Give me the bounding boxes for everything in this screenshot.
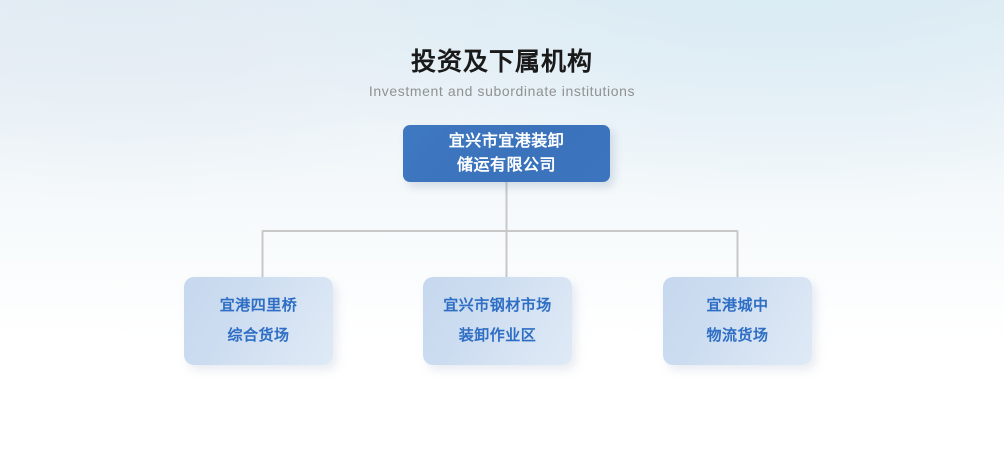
org-node-child-2-label: 宜兴市钢材市场 装卸作业区 xyxy=(443,297,552,344)
org-node-child-2[interactable]: 宜兴市钢材市场 装卸作业区 xyxy=(423,277,572,365)
org-node-root[interactable]: 宜兴市宜港装卸 储运有限公司 xyxy=(403,125,610,182)
org-node-child-1-label: 宜港四里桥 综合货场 xyxy=(219,297,298,344)
page-heading: 投资及下属机构 Investment and subordinate insti… xyxy=(0,46,1004,100)
page-subtitle: Investment and subordinate institutions xyxy=(368,83,636,99)
org-node-child-1[interactable]: 宜港四里桥 综合货场 xyxy=(184,277,333,365)
org-node-child-3[interactable]: 宜港城中 物流货场 xyxy=(663,277,812,365)
org-node-child-3-label: 宜港城中 物流货场 xyxy=(706,297,769,344)
page-title: 投资及下属机构 xyxy=(410,48,593,76)
org-node-root-label: 宜兴市宜港装卸 储运有限公司 xyxy=(448,132,565,174)
